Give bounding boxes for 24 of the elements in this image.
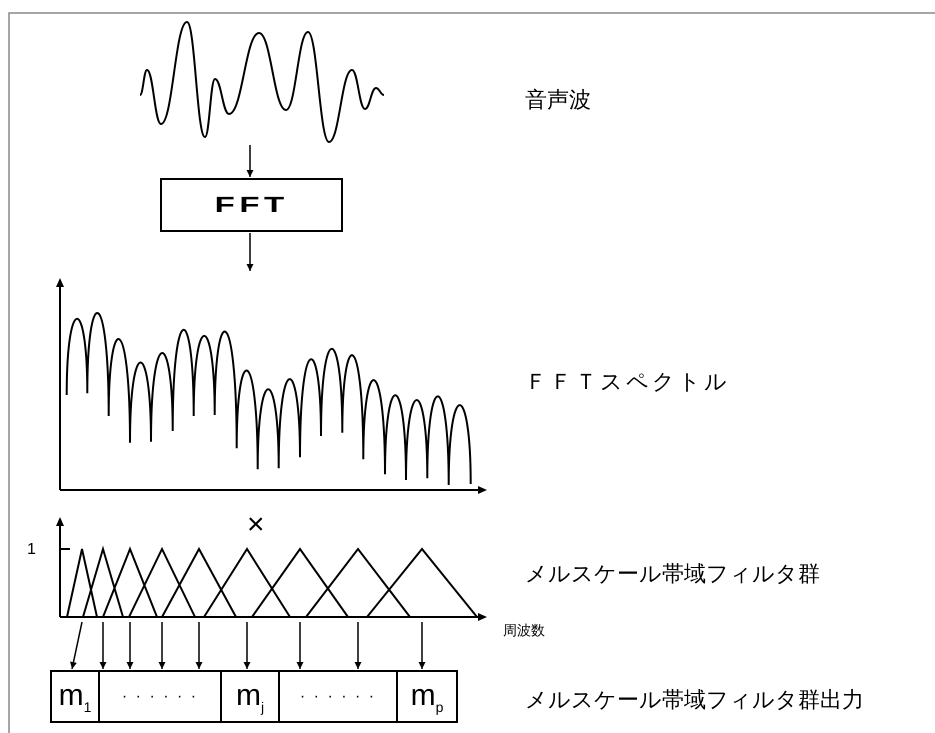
output-cell: m$_{j}$ xyxy=(220,670,280,723)
arrow xyxy=(418,622,426,669)
arrow xyxy=(296,622,304,669)
arrow xyxy=(158,622,166,669)
arrow xyxy=(70,622,83,670)
process-box: FFT xyxy=(160,178,343,232)
stage-label: メルスケール帯域フィルタ群出力 xyxy=(525,688,864,712)
arrow xyxy=(246,145,254,177)
arrow xyxy=(126,622,134,669)
output-cell: m$_{p}$ xyxy=(396,670,458,723)
arrow xyxy=(196,622,202,669)
arrow xyxy=(354,622,362,669)
stage-label: メルスケール帯域フィルタ群 xyxy=(525,562,820,586)
stage-label: ＦＦＴスペクトル xyxy=(525,370,730,394)
output-cell: m$_{1}$ xyxy=(50,670,100,723)
axis-value: 1 xyxy=(27,541,36,559)
arrow xyxy=(246,233,254,271)
output-cell: · · · · · · xyxy=(98,670,222,723)
arrow xyxy=(244,622,250,669)
multiply-sign: × xyxy=(247,508,265,541)
output-cell: · · · · · · xyxy=(278,670,398,723)
axis-label: 周波数 xyxy=(503,623,545,638)
arrow xyxy=(100,622,106,669)
stage-label: 音声波 xyxy=(525,88,591,112)
